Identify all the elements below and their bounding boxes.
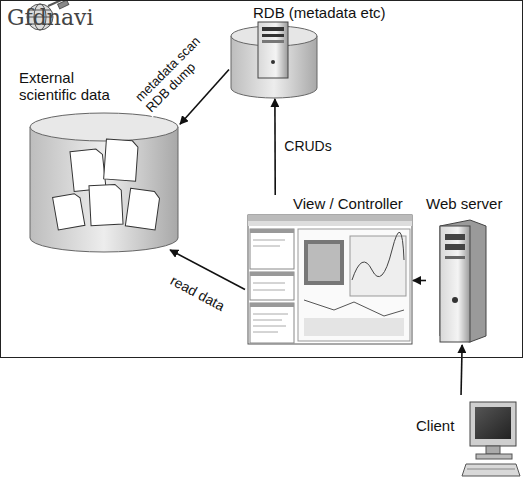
- logo-text: Gfdnavi: [7, 5, 94, 30]
- system-frame: Gfdnavi RDB (metadata etc) External scient…: [0, 0, 523, 358]
- database-node: RDB (metadata etc): [229, 4, 399, 99]
- server-tower: [440, 220, 486, 342]
- arrow-connector: [461, 345, 462, 395]
- arrow-connector: [413, 280, 426, 282]
- arrow-connector: [274, 99, 276, 195]
- edge-label: metadata scan RDB dump: [131, 19, 229, 117]
- node-heading: RDB (metadata etc): [253, 4, 386, 21]
- view-controller-node: View / Controller: [245, 195, 413, 345]
- web-server-node: Web server: [426, 195, 521, 345]
- client-node: Client: [412, 395, 521, 483]
- node-heading: Client: [416, 417, 454, 434]
- node-heading: View / Controller: [293, 195, 403, 212]
- node-heading: Web server: [426, 195, 502, 212]
- data-cylinder: [30, 113, 178, 252]
- browser-screenshot: [248, 215, 412, 344]
- client-computer: [462, 402, 520, 476]
- database-cylinder: [231, 22, 317, 98]
- edge-label: CRUDs: [282, 138, 333, 154]
- node-heading: External scientific data: [19, 69, 129, 104]
- edge-label: read data: [166, 271, 229, 315]
